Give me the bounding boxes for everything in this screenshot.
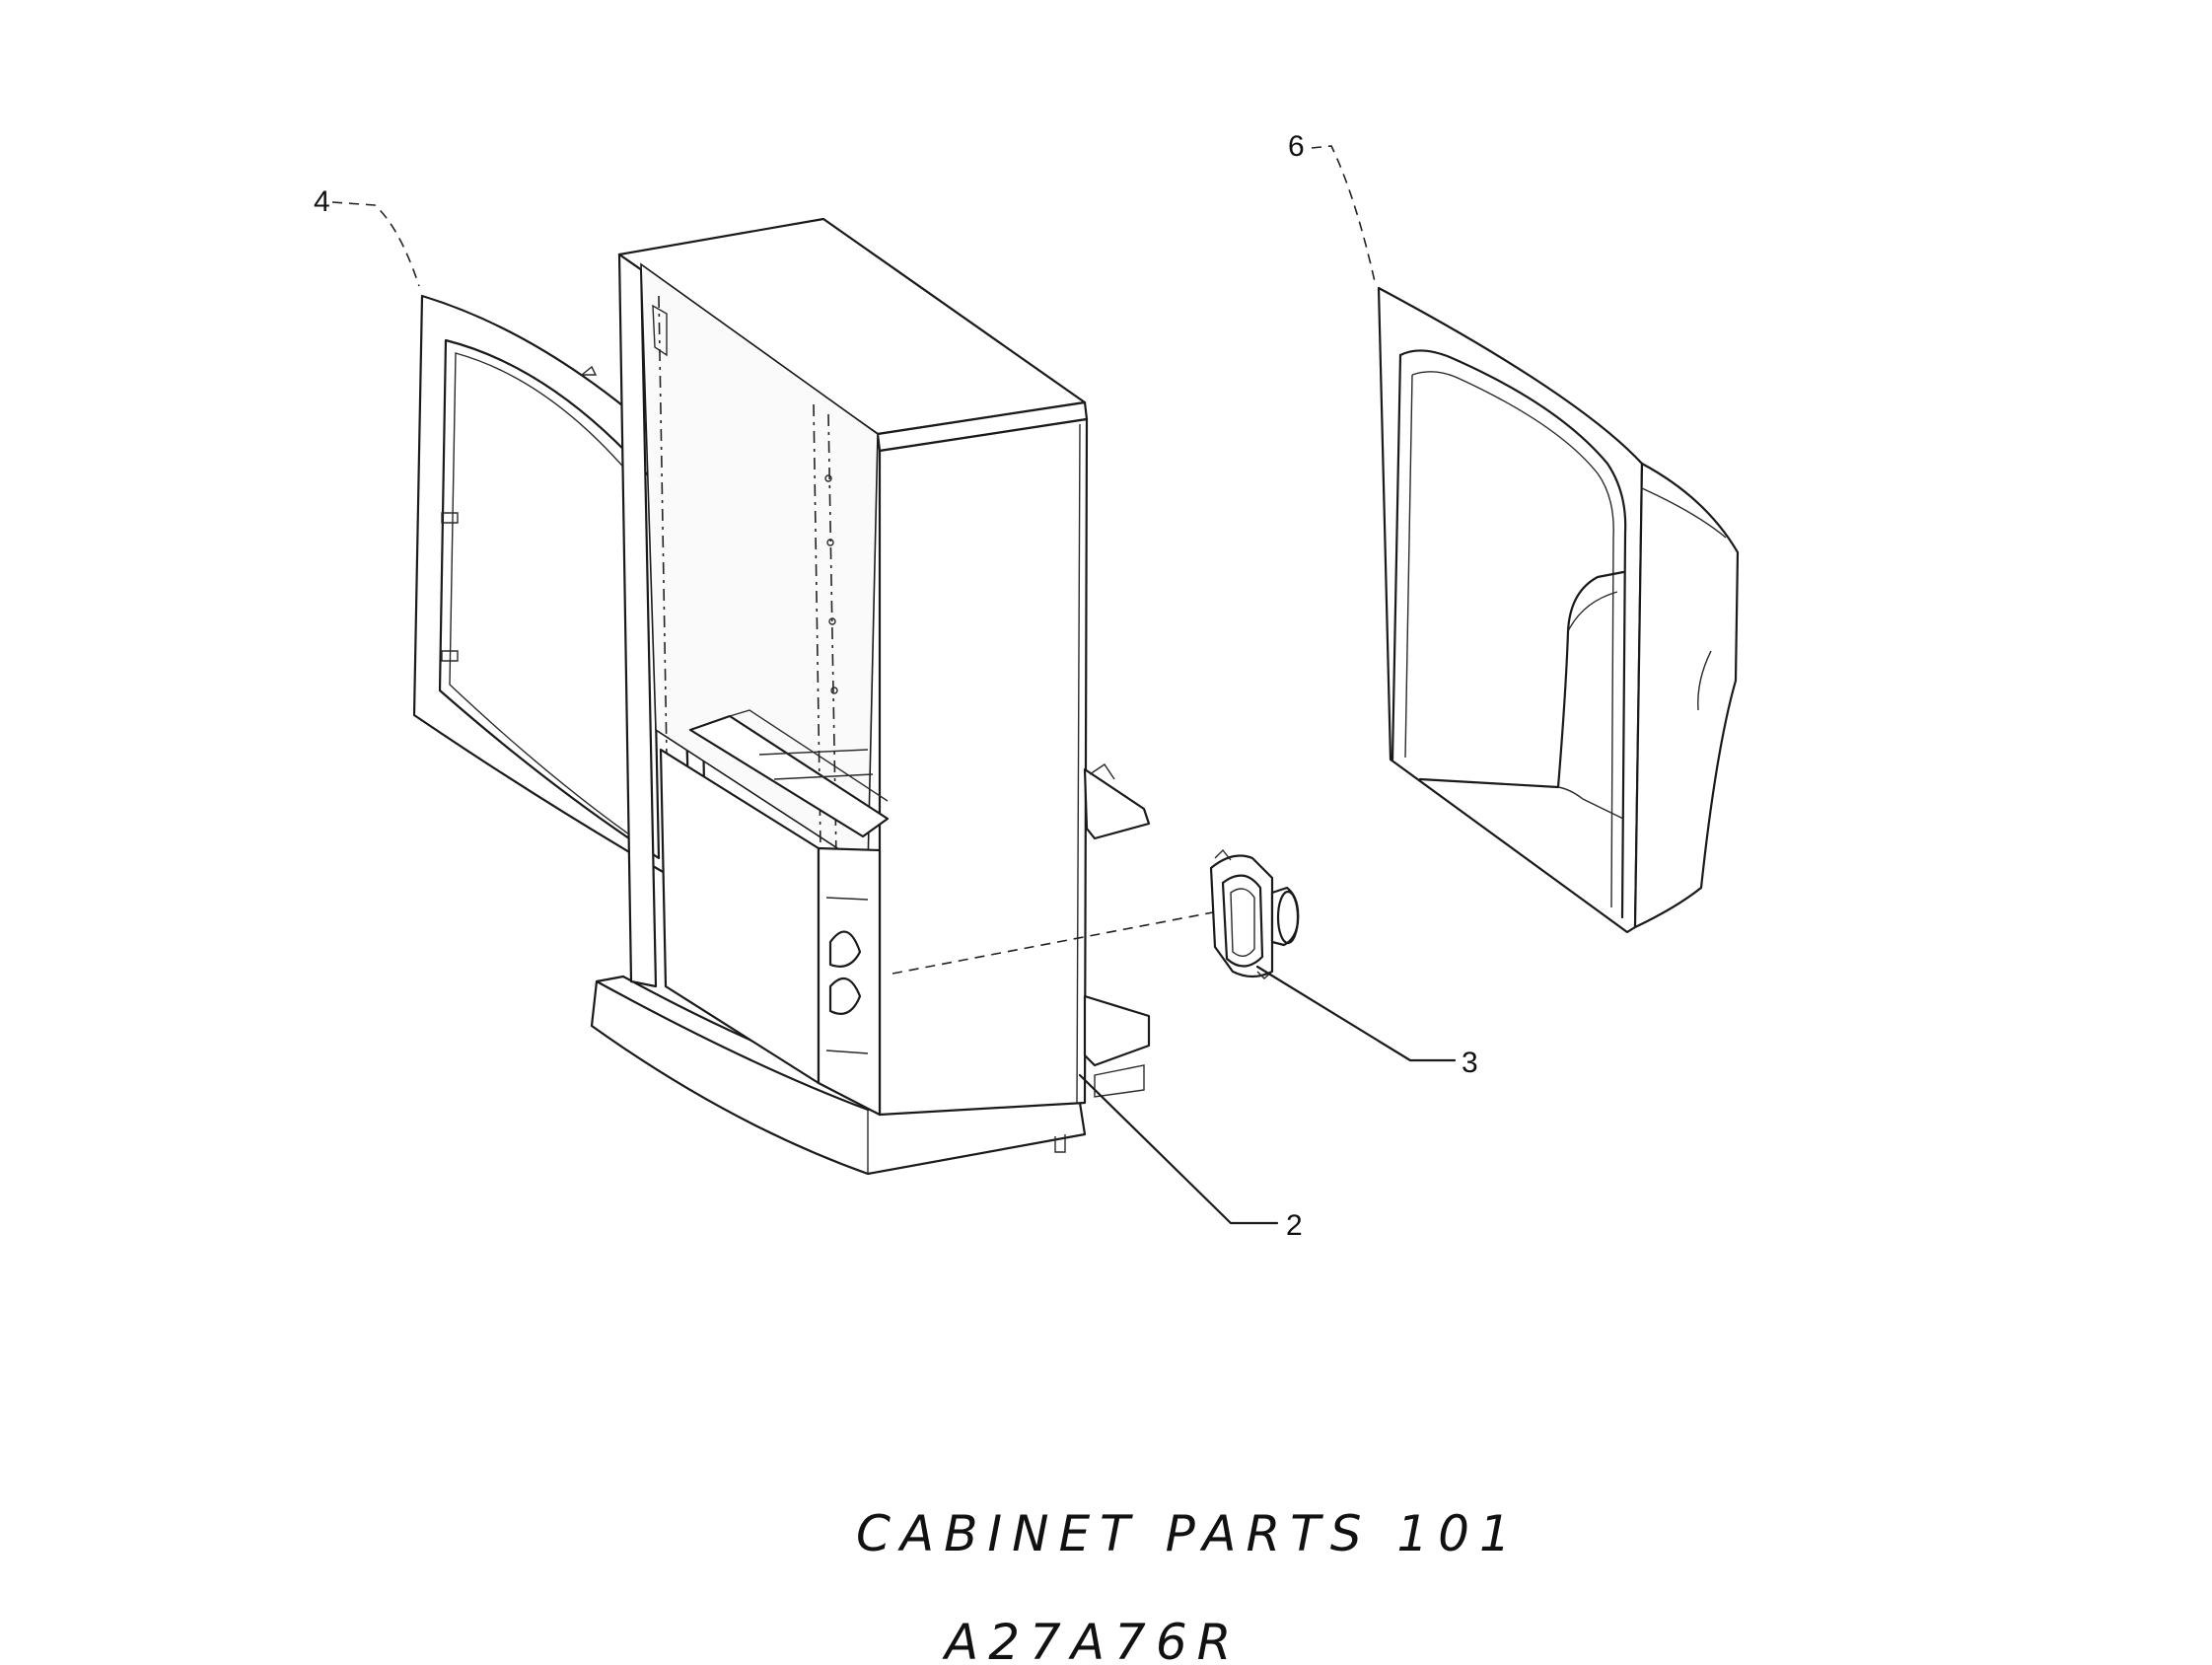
cabinet-part-2 [590,217,1151,1176]
speaker-part-3 [1209,848,1300,979]
caption-title: CABINET PARTS 101 [856,1505,1521,1562]
callout-6: 6 [1288,130,1305,163]
back-cover-part-6 [1377,286,1740,934]
callout-labels: 4 6 3 2 [314,130,1478,1242]
leader-lines [331,145,1457,1225]
caption-model: A27A76R [942,1614,1241,1665]
callout-3: 3 [1462,1047,1478,1079]
callout-4: 4 [314,185,330,218]
callout-2: 2 [1286,1209,1303,1242]
